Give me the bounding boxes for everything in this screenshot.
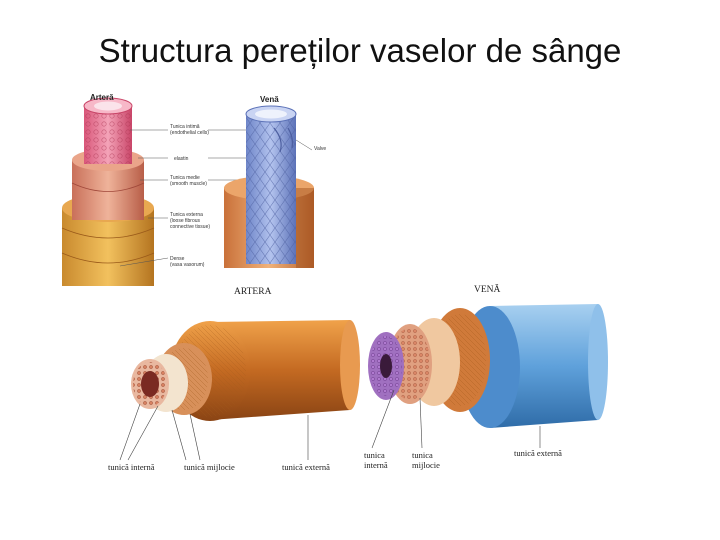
label-vein-intima-2: internă bbox=[364, 460, 388, 470]
top-vessel-illustration: Arteră Tunica intimă (endothelial cells)… bbox=[61, 93, 326, 286]
label-artery-tunica-externa: tunică externă bbox=[282, 462, 330, 472]
bottom-vein bbox=[368, 304, 608, 428]
label-connective: connective tissue) bbox=[170, 224, 210, 230]
label-vasa-2: (vasa vasorum) bbox=[170, 262, 205, 268]
slide-title: Structura pereților vaselor de sânge bbox=[98, 32, 622, 69]
label-loose-fibrous: (loose fibrous bbox=[170, 218, 201, 224]
label-vein-media-1: tunica bbox=[412, 450, 433, 460]
label-tunica-media: Tunica medie bbox=[170, 175, 200, 181]
bottom-leader-lines bbox=[119, 389, 541, 461]
label-vein-media-2: mijlocie bbox=[412, 460, 440, 470]
bottom-vessel-illustration: ARTERA VENĂ tunică i bbox=[108, 283, 608, 472]
label-elastin: elastin bbox=[174, 156, 189, 162]
label-tunica-intima: Tunica intimă bbox=[170, 124, 200, 130]
label-tunica-externa: Tunica externa bbox=[170, 212, 203, 218]
bottom-artery bbox=[131, 320, 360, 421]
label-valve: Valve bbox=[314, 146, 326, 152]
label-vein-intima-1: tunica bbox=[364, 450, 385, 460]
label-vasa-1: Dense bbox=[170, 256, 185, 262]
label-vein-tunica-externa: tunică externă bbox=[514, 448, 562, 458]
top-artery bbox=[61, 97, 155, 286]
top-artery-heading: Arteră bbox=[90, 93, 114, 102]
bottom-artery-heading: ARTERA bbox=[234, 287, 272, 297]
top-vein bbox=[224, 105, 314, 268]
label-endothelial: (endothelial cells) bbox=[170, 130, 209, 136]
label-artery-tunica-mijlocie: tunică mijlocie bbox=[184, 462, 235, 472]
label-artery-tunica-interna: tunică internă bbox=[108, 462, 155, 472]
label-smooth-muscle: (smooth muscle) bbox=[170, 181, 207, 187]
top-vein-heading: Venă bbox=[260, 95, 279, 104]
top-leader-lines bbox=[119, 129, 313, 267]
bottom-vein-heading: VENĂ bbox=[474, 283, 501, 295]
